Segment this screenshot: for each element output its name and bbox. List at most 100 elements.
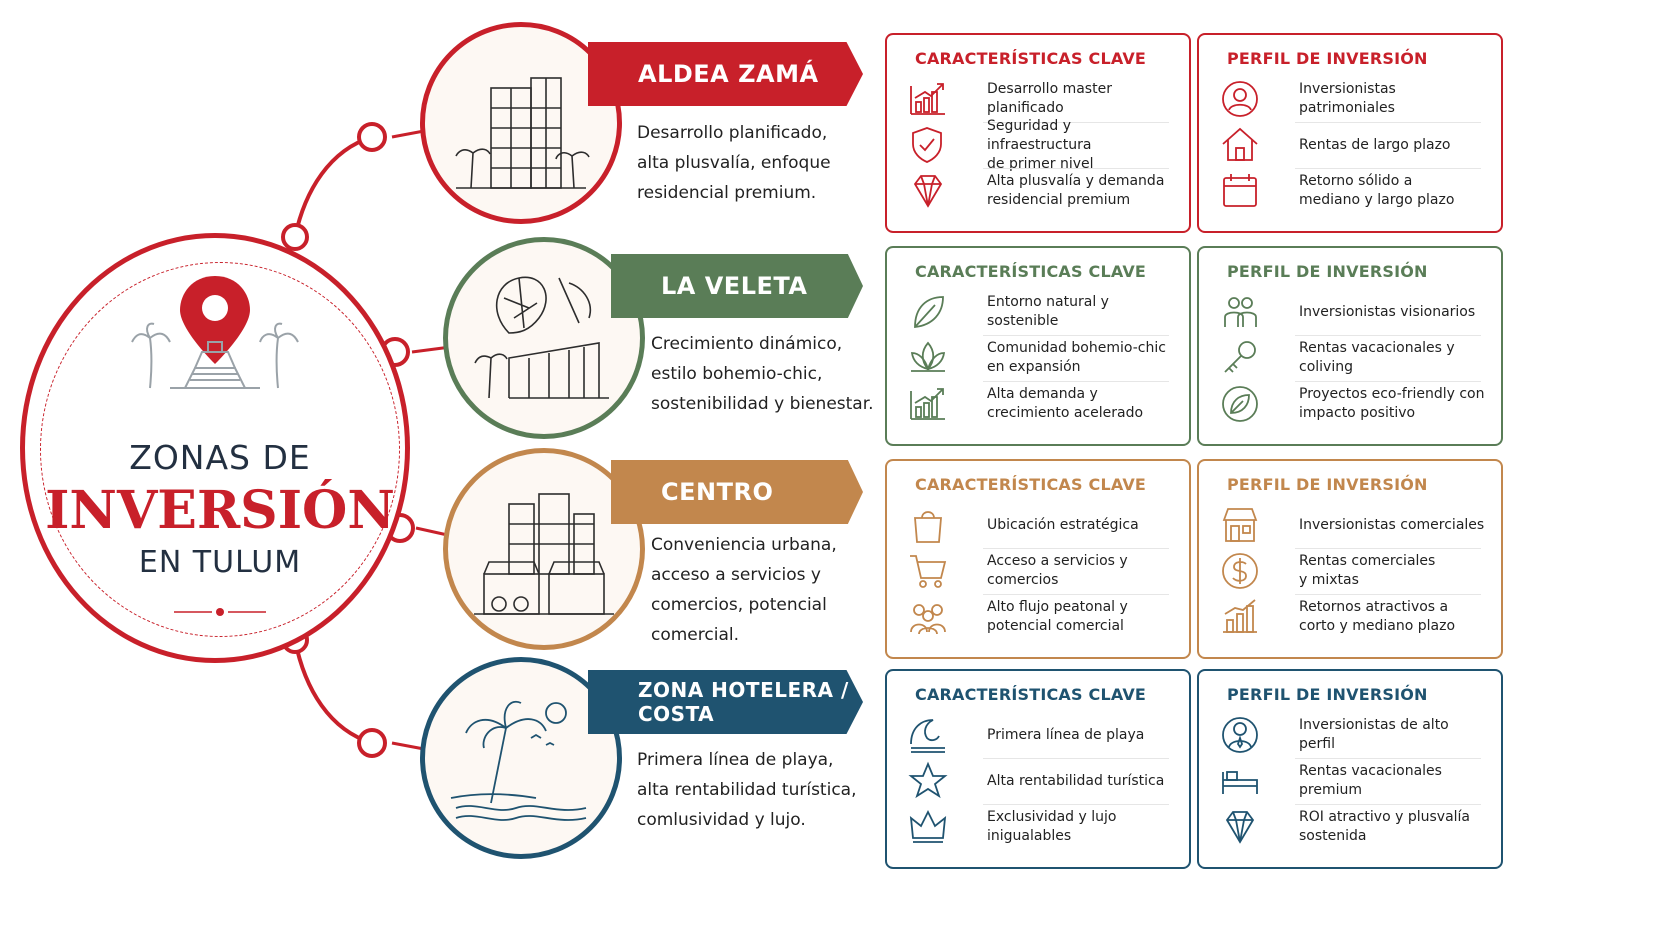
list-item-text: Alta plusvalía y demanda residencial pre… bbox=[987, 173, 1165, 208]
wave-icon bbox=[907, 714, 949, 756]
list-item-text: Ubicación estratégica bbox=[987, 516, 1139, 533]
star-icon bbox=[907, 760, 949, 802]
shopping-bag-icon bbox=[907, 504, 949, 546]
zone-centro-banner: CENTRO bbox=[611, 460, 863, 524]
list-item: Acceso a servicios y comercios bbox=[907, 549, 1177, 593]
list-item-text: Alto flujo peatonal y potencial comercia… bbox=[987, 599, 1128, 634]
item-divider bbox=[1295, 758, 1481, 759]
list-item: Inversionistas patrimoniales bbox=[1219, 77, 1489, 121]
list-item-text: Rentas vacacionales y coliving bbox=[1299, 340, 1455, 375]
dollar-coin-icon bbox=[1219, 550, 1261, 592]
list-item: Rentas vacacionales premium bbox=[1219, 759, 1489, 803]
shield-check-icon bbox=[907, 124, 949, 166]
item-divider bbox=[1295, 381, 1481, 382]
item-divider bbox=[1295, 594, 1481, 595]
card-perfil-zone-2: PERFIL DE INVERSIÓN Inversionistas comerc… bbox=[1197, 459, 1503, 659]
list-item: Retornos atractivos a corto y mediano pl… bbox=[1219, 595, 1489, 639]
item-divider bbox=[983, 594, 1169, 595]
list-item-text: ROI atractivo y plusvalía sostenida bbox=[1299, 809, 1471, 844]
list-item: Seguridad y infraestructura de primer ni… bbox=[907, 118, 1177, 172]
list-item-text: Entorno natural y sostenible bbox=[987, 294, 1109, 329]
list-item: Inversionistas comerciales bbox=[1219, 503, 1489, 547]
list-item-text: Acceso a servicios y comercios bbox=[987, 553, 1128, 588]
list-item-text: Retornos atractivos a corto y mediano pl… bbox=[1299, 599, 1456, 634]
crown-icon bbox=[907, 806, 949, 848]
zone-la-veleta-banner: LA VELETA bbox=[611, 254, 863, 318]
list-item: Rentas de largo plazo bbox=[1219, 123, 1489, 167]
list-item-text: Proyectos eco-friendly con impacto posit… bbox=[1299, 386, 1485, 421]
list-item: Entorno natural y sostenible bbox=[907, 290, 1177, 334]
bed-icon bbox=[1219, 760, 1261, 802]
diamond-icon bbox=[907, 170, 949, 212]
zone-hotelera-name: ZONA HOTELERA / COSTA bbox=[638, 678, 849, 726]
hub-title-line3: EN TULUM bbox=[138, 545, 302, 580]
zone-centro-description: Conveniencia urbana, acceso a servicios … bbox=[651, 535, 837, 645]
card-title: PERFIL DE INVERSIÓN bbox=[1227, 262, 1428, 281]
zone-hotelera-description: Primera línea de playa, alta rentabilida… bbox=[637, 750, 857, 830]
zone-la-veleta-description: Crecimiento dinámico, estilo bohemio-chi… bbox=[651, 334, 874, 414]
list-item: Rentas vacacionales y coliving bbox=[1219, 336, 1489, 380]
list-item-text: Alta rentabilidad turística bbox=[987, 772, 1165, 789]
zone-la-veleta-name: LA VELETA bbox=[661, 272, 808, 300]
hub-inner-ring bbox=[40, 262, 400, 637]
card-title: PERFIL DE INVERSIÓN bbox=[1227, 685, 1428, 704]
list-item-text: Inversionistas visionarios bbox=[1299, 303, 1476, 320]
item-divider bbox=[1295, 335, 1481, 336]
list-item: Retorno sólido a mediano y largo plazo bbox=[1219, 169, 1489, 213]
item-divider bbox=[1295, 548, 1481, 549]
item-divider bbox=[983, 122, 1169, 123]
list-item: Alto flujo peatonal y potencial comercia… bbox=[907, 595, 1177, 639]
list-item-text: Primera línea de playa bbox=[987, 726, 1145, 743]
list-item-text: Inversionistas de alto perfil bbox=[1299, 717, 1449, 752]
list-item-text: Inversionistas comerciales bbox=[1299, 516, 1485, 533]
crowd-icon bbox=[907, 596, 949, 638]
leaf-icon bbox=[907, 291, 949, 333]
item-divider bbox=[983, 168, 1169, 169]
hub-title-line2: INVERSIÓN bbox=[45, 480, 395, 541]
card-title: CARACTERÍSTICAS CLAVE bbox=[915, 49, 1147, 68]
card-title: CARACTERÍSTICAS CLAVE bbox=[915, 262, 1147, 281]
hub-divider bbox=[174, 608, 266, 616]
list-item-text: Alta demanda y crecimiento acelerado bbox=[987, 386, 1144, 421]
list-item: Primera línea de playa bbox=[907, 713, 1177, 757]
city-shops-icon bbox=[474, 493, 614, 615]
list-item-text: Seguridad y infraestructura de primer ni… bbox=[987, 117, 1094, 172]
growth-chart-icon bbox=[907, 78, 949, 120]
diamond-icon bbox=[1219, 806, 1261, 848]
list-item-text: Comunidad bohemio-chic en expansión bbox=[987, 340, 1166, 375]
list-item: Alta rentabilidad turística bbox=[907, 759, 1177, 803]
list-item: ROI atractivo y plusvalía sostenida bbox=[1219, 805, 1489, 849]
lotus-icon bbox=[907, 337, 949, 379]
card-caracteristicas-zone-1: CARACTERÍSTICAS CLAVE Entorno natural y s… bbox=[885, 246, 1191, 446]
storefront-icon bbox=[1219, 504, 1261, 546]
person-icon bbox=[1219, 78, 1261, 120]
zone-centro-name: CENTRO bbox=[661, 478, 774, 506]
zone-aldea-zama-description: Desarrollo planificado, alta plusvalía, … bbox=[637, 123, 831, 203]
item-divider bbox=[983, 335, 1169, 336]
item-divider bbox=[1295, 122, 1481, 123]
list-item-text: Exclusividad y lujo inigualables bbox=[987, 809, 1117, 844]
card-title: PERFIL DE INVERSIÓN bbox=[1227, 475, 1428, 494]
list-item: Comunidad bohemio-chic en expansión bbox=[907, 336, 1177, 380]
list-item: Proyectos eco-friendly con impacto posit… bbox=[1219, 382, 1489, 426]
list-item: Alta demanda y crecimiento acelerado bbox=[907, 382, 1177, 426]
item-divider bbox=[983, 548, 1169, 549]
growth-chart-icon bbox=[907, 383, 949, 425]
item-divider bbox=[983, 758, 1169, 759]
jungle-house-icon bbox=[474, 276, 609, 399]
executive-icon bbox=[1219, 714, 1261, 756]
list-item-text: Retorno sólido a mediano y largo plazo bbox=[1299, 173, 1455, 208]
list-item-text: Rentas vacacionales premium bbox=[1299, 763, 1442, 798]
zone-aldea-zama-circle bbox=[420, 22, 622, 224]
eco-leaf-icon bbox=[1219, 383, 1261, 425]
cart-icon bbox=[907, 550, 949, 592]
list-item-text: Desarrollo master planificado bbox=[987, 81, 1112, 116]
beach-palm-icon bbox=[450, 700, 587, 821]
zone-aldea-zama-name: ALDEA ZAMÁ bbox=[638, 60, 819, 88]
item-divider bbox=[1295, 168, 1481, 169]
map-pin-pyramid-icon bbox=[131, 276, 299, 389]
list-item: Ubicación estratégica bbox=[907, 503, 1177, 547]
calendar-icon bbox=[1219, 170, 1261, 212]
house-icon bbox=[1219, 124, 1261, 166]
